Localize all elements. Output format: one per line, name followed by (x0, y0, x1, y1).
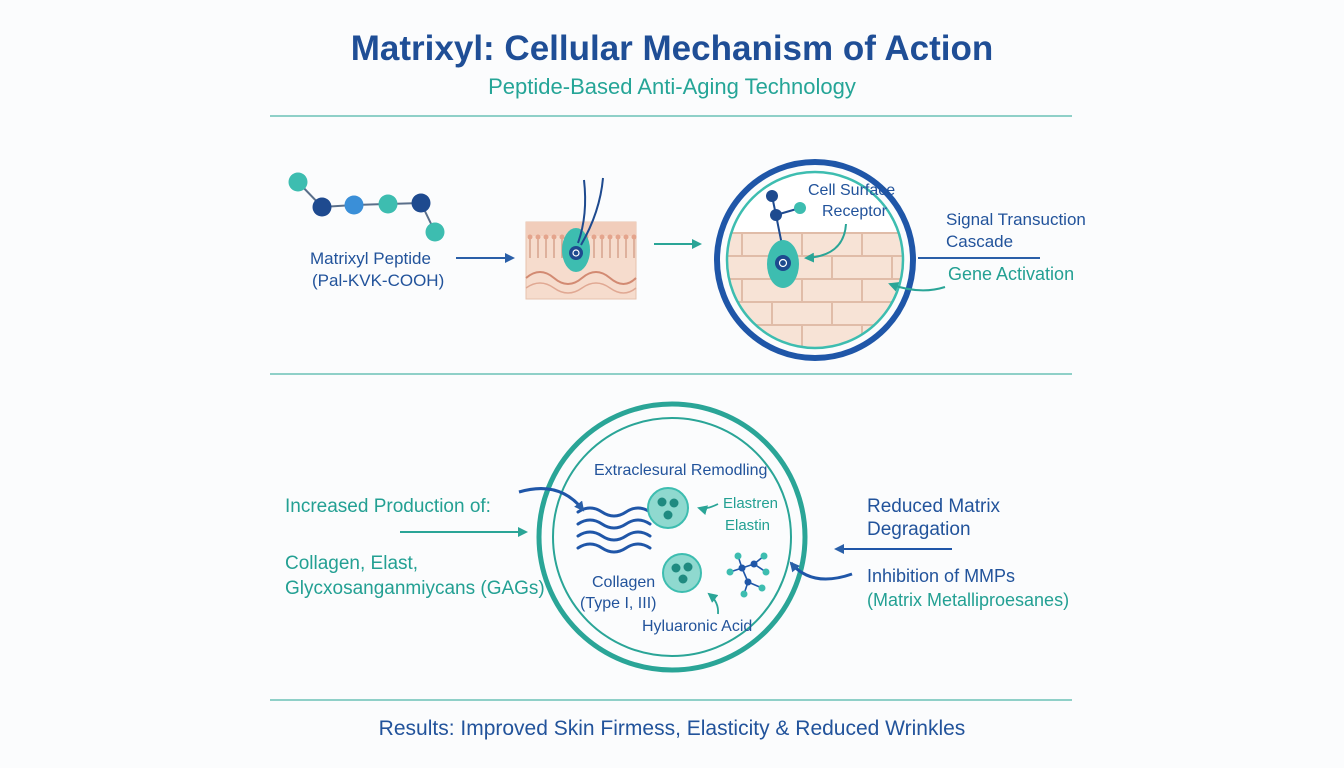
skin-membrane-icon (525, 177, 637, 300)
collagen-label: Collagen (592, 574, 656, 591)
increased-production-label: Increased Production of: (285, 496, 491, 517)
gags-label: Glycxosanganmiycans (GAGs) (285, 578, 545, 599)
results-summary: Results: Improved Skin Firmess, Elastici… (378, 717, 966, 740)
signal-cascade-label-2: Cascade (946, 232, 1014, 251)
collagen-list-label: Collagen, Elast, (285, 553, 419, 574)
receptor-label: Cell Surface (808, 182, 896, 199)
gene-activation-label: Gene Activation (948, 264, 1075, 284)
page-subtitle: Peptide-Based Anti-Aging Technology (488, 74, 856, 99)
mmp-full-name-label: (Matrix Metalliproesanes) (867, 590, 1070, 610)
ecm-remodeling-circle (536, 401, 808, 673)
receptor-label-2: Receptor (822, 203, 887, 220)
peptide-label: Matrixyl Peptide (310, 249, 431, 268)
page-title: Matrixyl: Cellular Mechanism of Action (350, 29, 994, 68)
reduced-degradation-label: Reduced Matrix (867, 496, 1001, 517)
middle-divider (270, 373, 1072, 375)
arrow-into-ecm (518, 487, 585, 512)
reduced-degradation-label-2: Degragation (867, 519, 971, 540)
bottom-divider (270, 699, 1072, 701)
elastin-label: Elastin (725, 517, 771, 534)
signal-cascade-label: Signal Transuction (946, 210, 1086, 229)
mmp-inhibition-label: Inhibition of MMPs (867, 566, 1016, 586)
ecm-circle-title: Extraclesural Remodling (594, 462, 768, 479)
elastren-label: Elastren (723, 495, 779, 512)
peptide-chain-icon (288, 172, 445, 242)
top-divider (270, 115, 1072, 117)
hyaluronic-acid-label: Hyluaronic Acid (642, 618, 753, 635)
peptide-formula: (Pal-KVK-COOH) (312, 271, 445, 290)
arrow-mmp-inhibition (789, 561, 853, 581)
collagen-type-label: (Type I, III) (580, 595, 657, 612)
zoomed-cell-view (714, 159, 1040, 361)
